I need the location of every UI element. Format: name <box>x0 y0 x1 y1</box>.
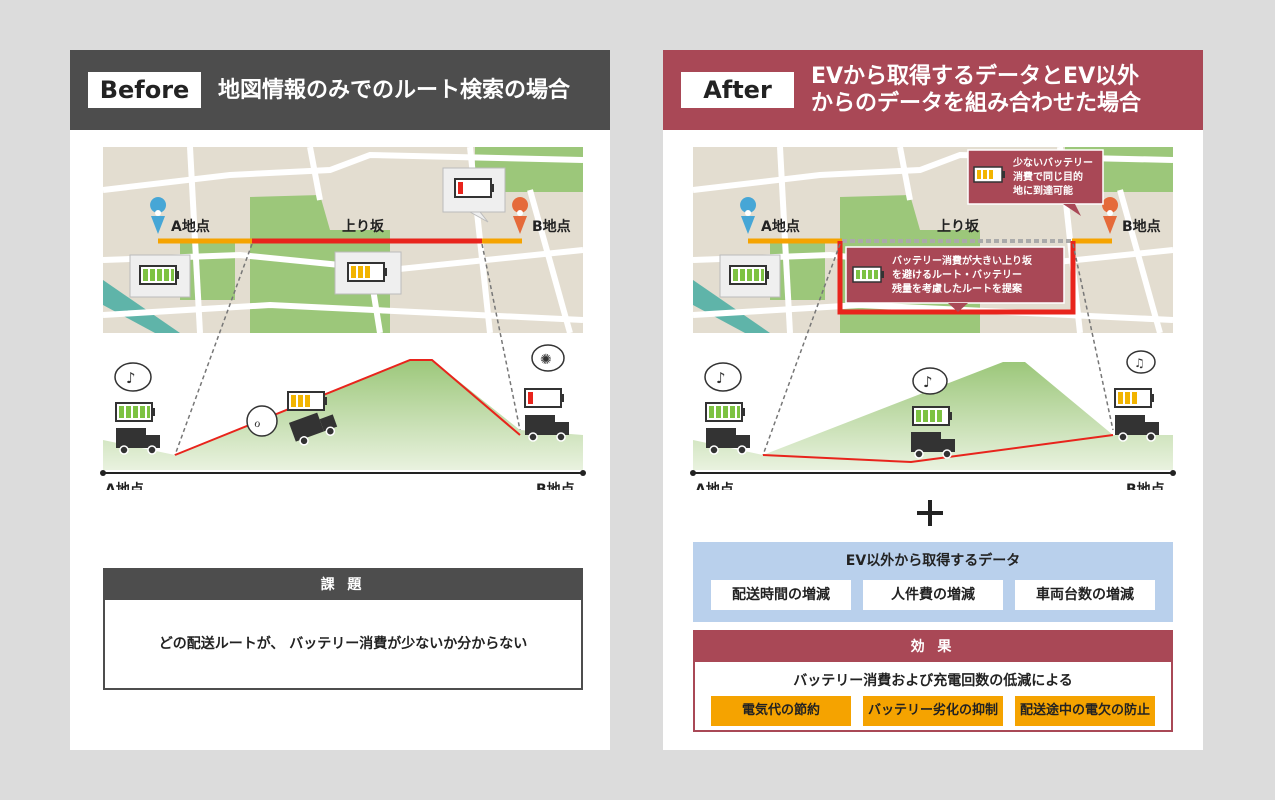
after-title: EVから取得するデータとEV以外 からのデータを組み合わせた場合 <box>811 63 1141 117</box>
battery-low-card <box>442 167 506 223</box>
before-title: 地図情報のみでのルート検索の場合 <box>218 78 571 103</box>
after-title-line1: EVから取得するデータとEV以外 <box>811 64 1140 89</box>
profile-point-a: A地点 <box>105 481 144 490</box>
battery-half-b-icon <box>1114 388 1154 408</box>
effect-item-electricity: 電気代の節約 <box>711 696 851 726</box>
after-map: A地点 B地点 上り坂 少ないバッテリー 消費で同じ目的 地に <box>692 146 1174 456</box>
before-profile: A地点 B地点 ♪ <box>100 344 586 490</box>
profile-point-a: A地点 <box>695 481 734 490</box>
svg-text:♪: ♪ <box>716 369 726 387</box>
callout-route-line2: を避けるルート・バッテリー <box>892 268 1022 281</box>
profile-point-b: B地点 <box>536 481 575 490</box>
map-point-a: A地点 <box>171 218 210 235</box>
plus-icon <box>915 498 945 528</box>
truck-b-icon <box>1115 415 1159 442</box>
svg-text:♪: ♪ <box>923 373 933 391</box>
callout-route: バッテリー消費が大きい上り坂 を避けるルート・バッテリー 残量を考慮したルートを… <box>845 246 1065 312</box>
frustration-bubble-icon: ✺ <box>531 344 565 372</box>
after-panel: After EVから取得するデータとEV以外 からのデータを組み合わせた場合 <box>663 50 1203 750</box>
after-header: After EVから取得するデータとEV以外 からのデータを組み合わせた場合 <box>663 50 1203 130</box>
effect-box: 効 果 バッテリー消費および充電回数の低減による 電気代の節約 バッテリー劣化の… <box>693 630 1173 732</box>
pin-a-icon <box>150 197 167 234</box>
extra-item-delivery-time: 配送時間の増減 <box>711 580 851 610</box>
battery-half-icon <box>973 166 1005 183</box>
music-note-bubble-icon: ♪ <box>704 362 742 392</box>
map-uphill: 上り坂 <box>937 218 980 235</box>
effect-subtitle: バッテリー消費および充電回数の低減による <box>793 673 1073 689</box>
callout-route-line1: バッテリー消費が大きい上り坂 <box>892 254 1033 267</box>
truck-slope-icon <box>288 412 338 446</box>
music-bubble-b-icon: ♫ <box>1126 350 1156 374</box>
callout-top-line2: 消費で同じ目的 <box>1013 170 1083 183</box>
map-point-a: A地点 <box>761 218 800 235</box>
after-profile: A地点 B地点 ♪ <box>690 350 1176 490</box>
map-uphill: 上り坂 <box>342 218 385 235</box>
music-note-bubble-icon: ♪ <box>114 362 152 392</box>
svg-text:♫: ♫ <box>1134 356 1145 370</box>
extra-data-title: EV以外から取得するデータ <box>845 553 1021 569</box>
effect-item-power-outage: 配送途中の電欠の防止 <box>1015 696 1155 726</box>
after-scene: A地点 B地点 上り坂 少ないバッテリー 消費で同じ目的 地に <box>690 146 1176 490</box>
music-note-bubble-mid-icon: ♪ <box>912 367 948 395</box>
pin-b-icon <box>512 197 529 234</box>
battery-full-card <box>719 254 781 298</box>
before-header: Before 地図情報のみでのルート検索の場合 <box>70 50 610 130</box>
effect-item-battery-degradation: バッテリー劣化の抑制 <box>863 696 1003 726</box>
battery-low-icon <box>524 388 564 408</box>
effect-title: 効 果 <box>695 632 1171 662</box>
before-scene: A地点 B地点 上り坂 <box>100 146 586 490</box>
battery-full-card <box>129 254 191 298</box>
map-point-b: B地点 <box>532 218 571 235</box>
svg-text:ℴ: ℴ <box>254 415 260 431</box>
extra-item-labor-cost: 人件費の増減 <box>863 580 1003 610</box>
extra-data-box: EV以外から取得するデータ 配送時間の増減 人件費の増減 車両台数の増減 <box>693 542 1173 622</box>
battery-full-icon <box>115 402 155 422</box>
before-panel: Before 地図情報のみでのルート検索の場合 <box>70 50 610 750</box>
battery-half-icon <box>287 391 327 411</box>
svg-text:✺: ✺ <box>540 352 552 368</box>
sweat-bubble-icon: ℴ <box>246 405 278 437</box>
callout-top-line1: 少ないバッテリー <box>1012 156 1093 169</box>
truck-icon <box>116 428 160 455</box>
pin-b-icon <box>1102 197 1119 234</box>
after-tag: After <box>681 72 794 108</box>
callout-top: 少ないバッテリー 消費で同じ目的 地に到達可能 <box>967 149 1104 216</box>
before-map: A地点 B地点 上り坂 <box>102 146 584 456</box>
battery-half-card <box>334 251 402 295</box>
truck-mid-icon <box>911 432 955 459</box>
map-point-b: B地点 <box>1122 218 1161 235</box>
truck-icon <box>706 428 750 455</box>
issue-body: どの配送ルートが、 バッテリー消費が少ないか分からない <box>158 636 528 652</box>
before-tag: Before <box>88 72 201 108</box>
battery-full-icon <box>705 402 745 422</box>
issue-title: 課 題 <box>105 570 581 600</box>
profile-point-b: B地点 <box>1126 481 1165 490</box>
pin-a-icon <box>740 197 757 234</box>
issue-box: 課 題 どの配送ルートが、 バッテリー消費が少ないか分からない <box>103 568 583 690</box>
truck-b-icon <box>525 415 569 442</box>
after-title-line2: からのデータを組み合わせた場合 <box>811 91 1142 116</box>
battery-full-mid-icon <box>912 406 952 426</box>
svg-text:♪: ♪ <box>126 369 136 387</box>
callout-top-line3: 地に到達可能 <box>1013 184 1073 197</box>
battery-full-icon <box>852 266 884 283</box>
callout-route-line3: 残量を考慮したルートを提案 <box>892 282 1023 295</box>
extra-item-vehicle-count: 車両台数の増減 <box>1015 580 1155 610</box>
